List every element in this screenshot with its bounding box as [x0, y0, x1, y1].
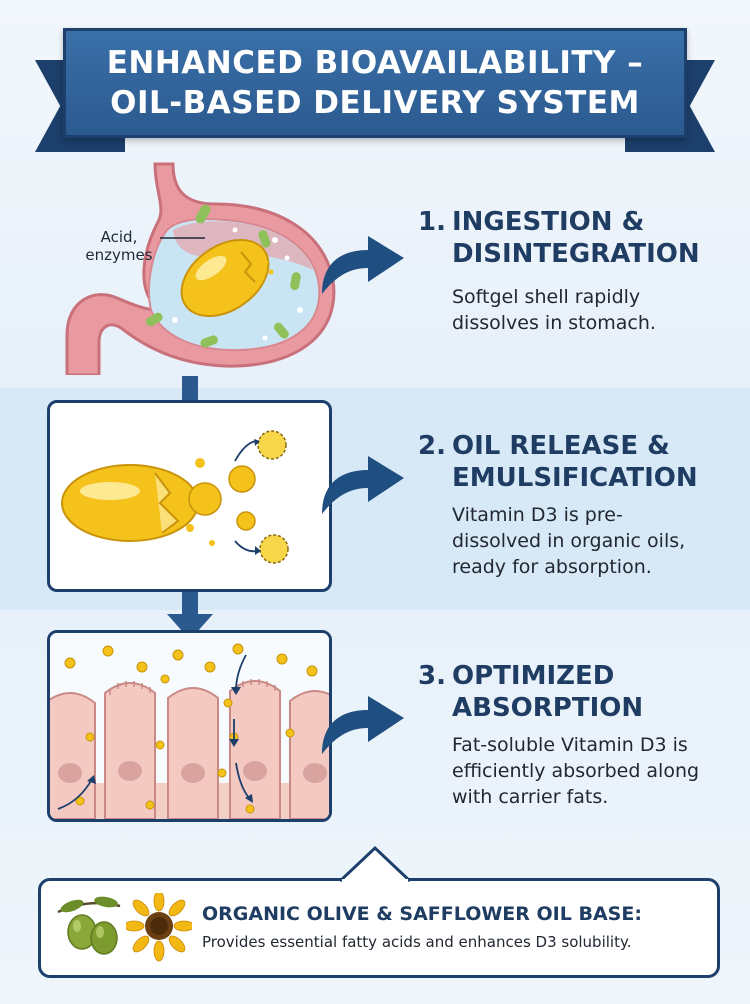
micelle-icon [257, 430, 287, 460]
step-title-line: INGESTION & [452, 207, 645, 237]
step-number: 2. [418, 431, 446, 461]
absorption-panel [47, 630, 332, 822]
step-1-description: Softgel shell rapidly dissolves in stoma… [452, 286, 656, 334]
enzyme-icon [290, 272, 301, 291]
title-banner: ENHANCED BIOAVAILABILITY – OIL-BASED DEL… [63, 28, 687, 138]
step-1-title: 1.INGESTION & DISINTEGRATION [418, 206, 738, 270]
intestinal-villi [50, 680, 329, 819]
olive-icon [57, 896, 121, 955]
curved-arrow-icon [322, 236, 404, 294]
enzyme-icon [273, 322, 289, 339]
callout-title: ORGANIC OLIVE & SAFFLOWER OIL BASE: [202, 903, 642, 925]
softgel-icon [61, 464, 199, 542]
step-title-line: EMULSIFICATION [452, 463, 698, 493]
step-2-title: 2.OIL RELEASE & EMULSIFICATION [418, 430, 738, 494]
enzyme-icon [195, 204, 211, 224]
sunflower-icon [126, 893, 192, 962]
step-number: 3. [418, 661, 446, 691]
step-3-description: Fat-soluble Vitamin D3 is efficiently ab… [452, 734, 700, 808]
stomach-illustration [65, 162, 336, 375]
callout-pointer [340, 845, 410, 885]
enzyme-icon [200, 335, 218, 348]
curved-arrow-icon [322, 456, 404, 514]
step-number: 1. [418, 207, 446, 237]
curved-arrow-icon [322, 696, 404, 754]
emulsification-panel [47, 400, 332, 592]
page-title: ENHANCED BIOAVAILABILITY – OIL-BASED DEL… [106, 45, 644, 121]
oil-droplet [228, 465, 256, 493]
step-title-line: DISINTEGRATION [452, 239, 700, 269]
callout-description: Provides essential fatty acids and enhan… [202, 933, 632, 951]
enzyme-icon [145, 312, 163, 327]
enzyme-icon [258, 230, 271, 248]
step-title-line: OPTIMIZED [452, 661, 615, 691]
step-3-title: 3.OPTIMIZED ABSORPTION [418, 660, 738, 724]
down-arrow-icon [167, 582, 213, 640]
acid-enzymes-label: Acid, enzymes [85, 228, 153, 264]
step-2-description: Vitamin D3 is pre-dissolved in organic o… [452, 504, 686, 578]
step-title-line: OIL RELEASE & [452, 431, 670, 461]
micelle-icon [259, 534, 289, 564]
oil-droplet [188, 482, 222, 516]
step-title-line: ABSORPTION [452, 693, 644, 723]
